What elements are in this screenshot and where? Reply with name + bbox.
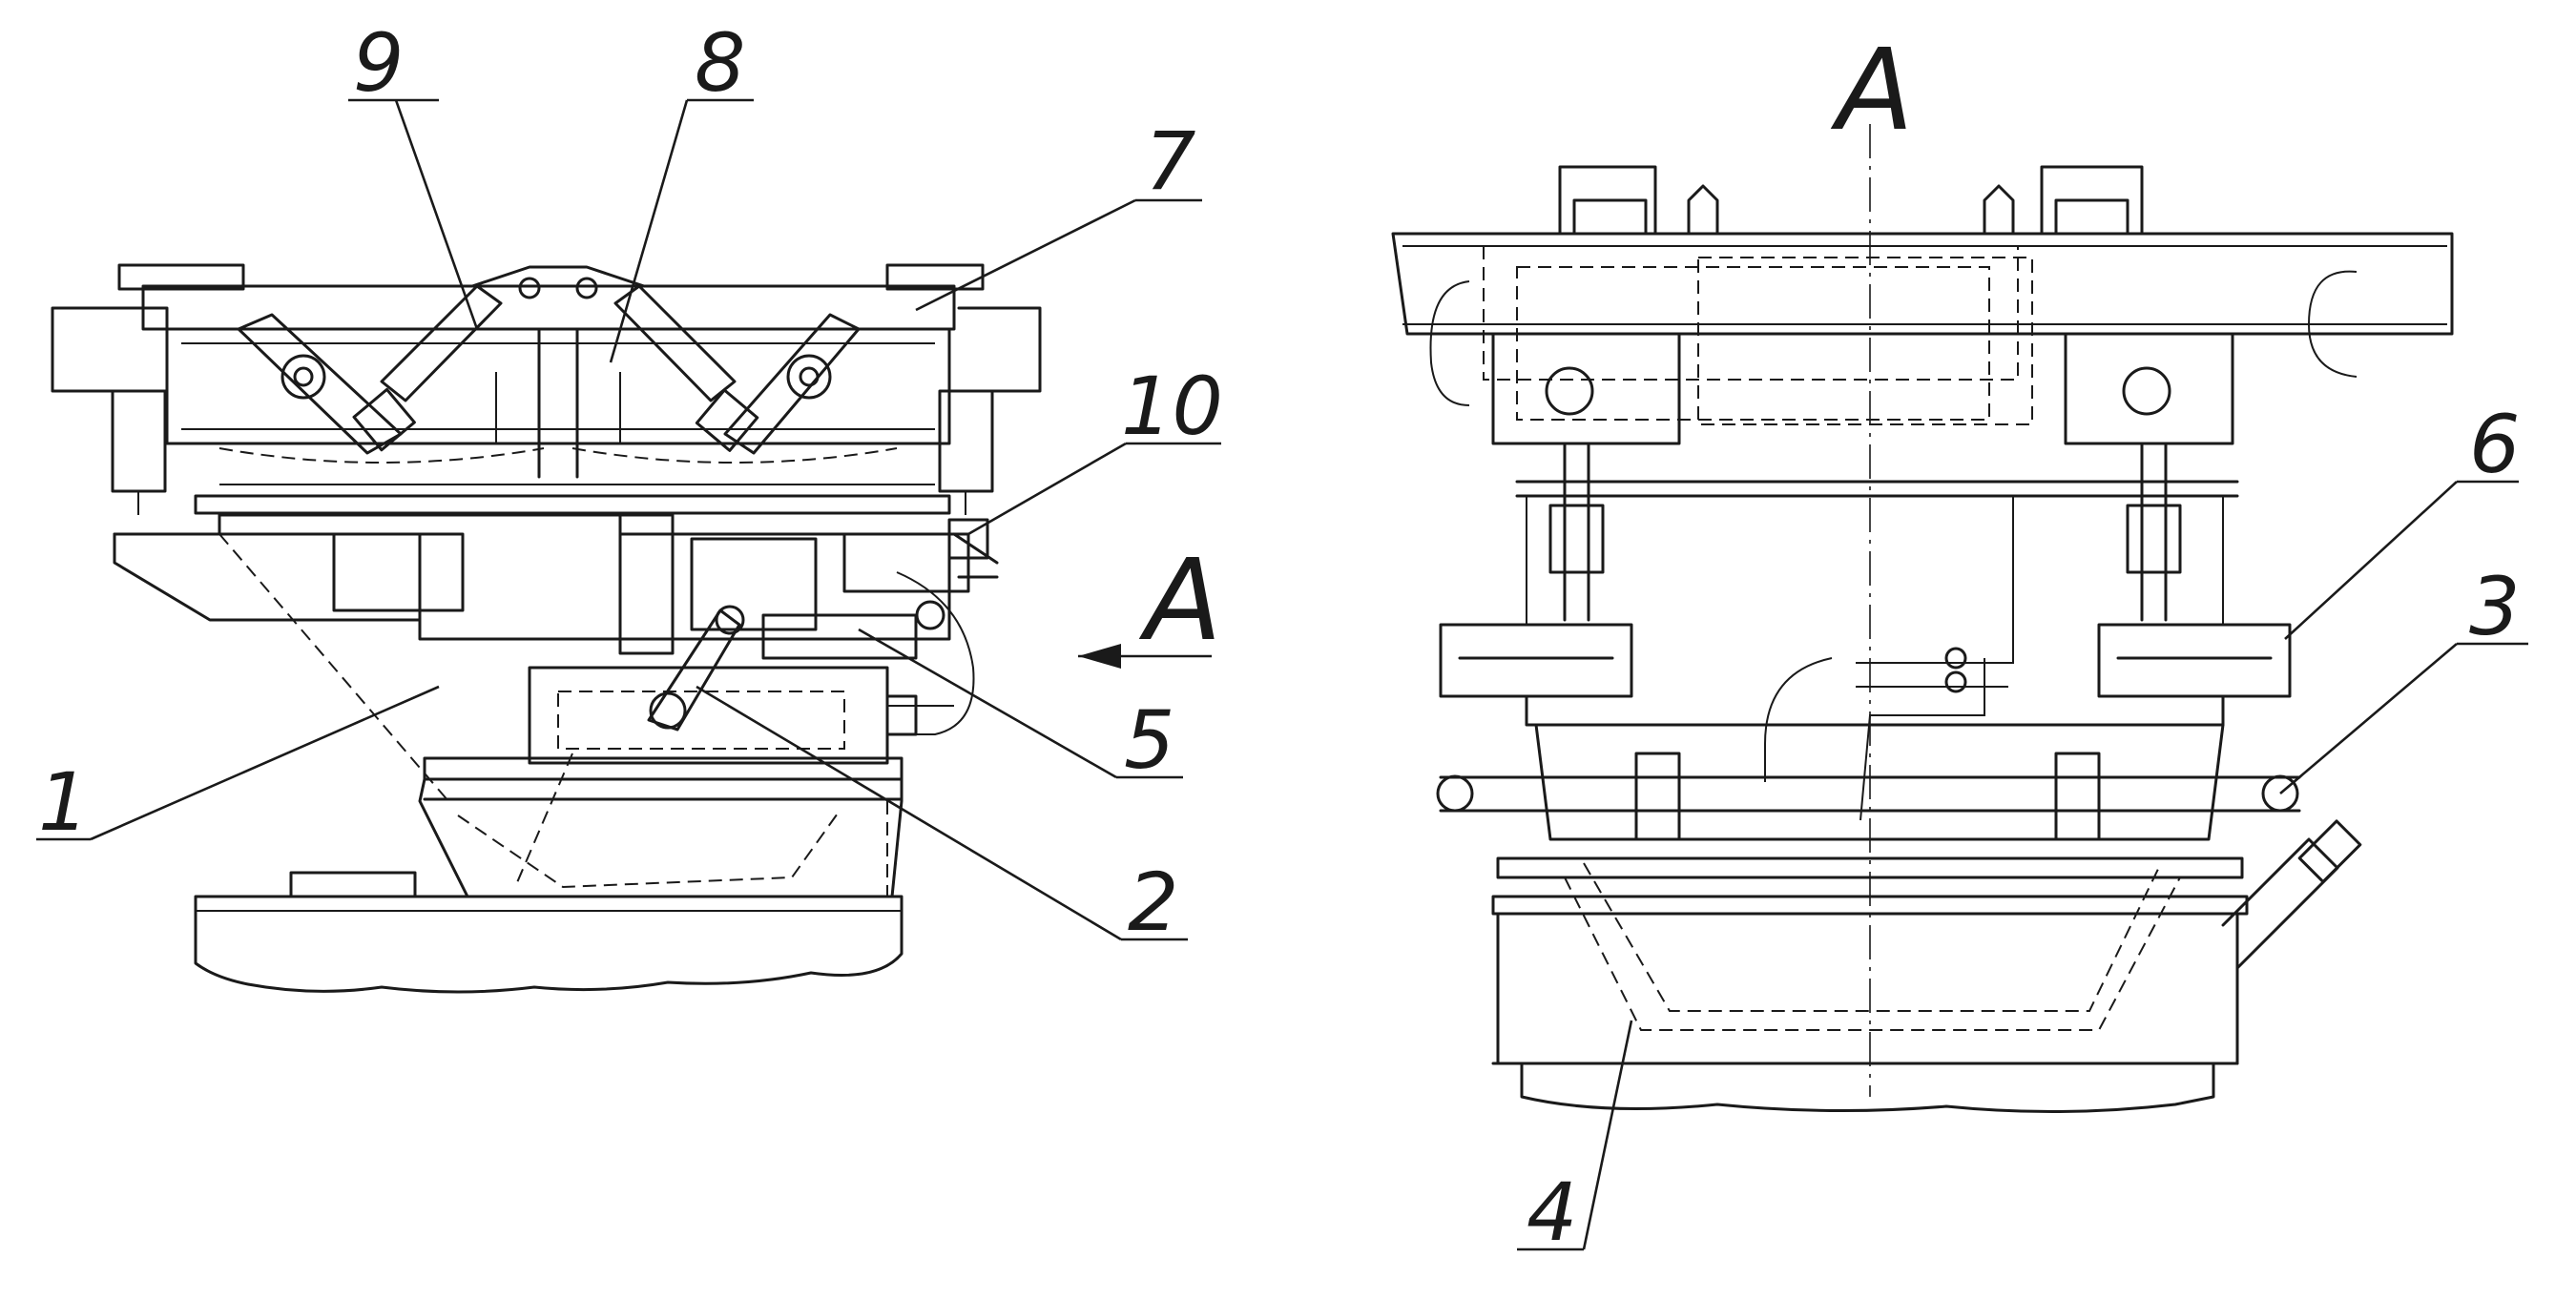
callout-6: 6 (2284, 398, 2520, 640)
callout-8-label: 8 (695, 16, 745, 110)
callout-1-label: 1 (38, 755, 89, 849)
side-elevation-view (51, 263, 1042, 994)
callout-10: 10 (967, 360, 1223, 536)
callout-4: 4 (1517, 1020, 1633, 1259)
callout-5: 5 (858, 628, 1183, 787)
callout-7-label: 7 (1145, 114, 1195, 208)
callout-9: 9 (348, 16, 479, 330)
callout-6-label: 6 (2469, 398, 2520, 491)
view-arrow-a: A (1078, 534, 1222, 669)
callout-7: 7 (915, 114, 1202, 312)
view-a (1391, 124, 2454, 1114)
callout-8: 8 (609, 16, 754, 363)
callout-1: 1 (36, 685, 440, 849)
callout-2: 2 (696, 685, 1188, 949)
callout-10-label: 10 (1121, 360, 1223, 453)
callout-9-label: 9 (353, 16, 404, 110)
callout-3-label: 3 (2469, 560, 2520, 653)
callout-3: 3 (2279, 560, 2528, 794)
view-title: A (1830, 24, 1914, 155)
callout-4-label: 4 (1527, 1165, 1577, 1259)
callout-2-label: 2 (1128, 856, 1178, 949)
view-arrow-label: A (1138, 534, 1222, 666)
callout-5-label: 5 (1124, 693, 1174, 787)
